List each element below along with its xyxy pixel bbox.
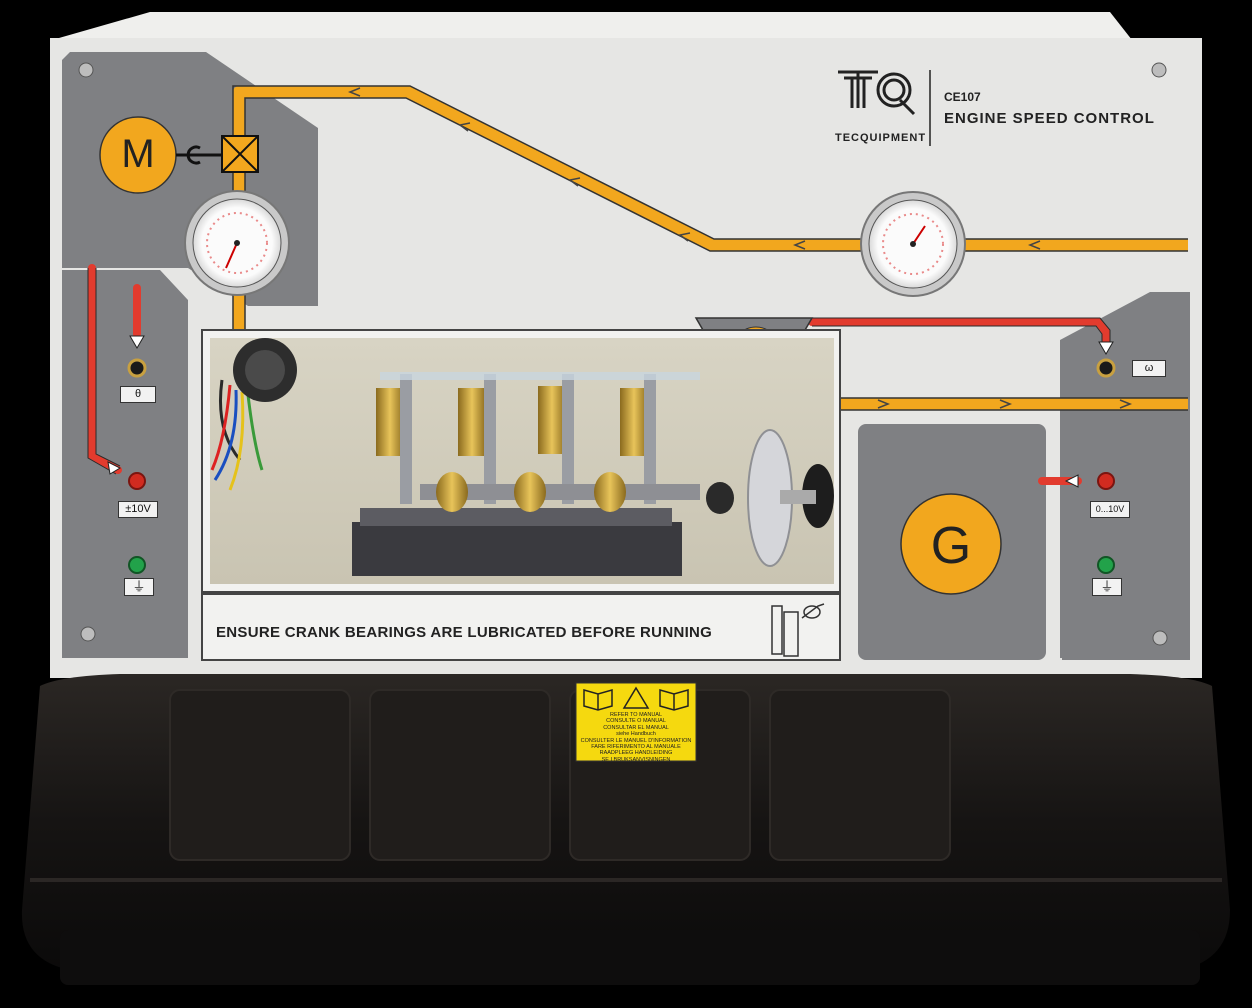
socket-label-pm10v: ±10V xyxy=(118,501,158,518)
motor-label: M xyxy=(121,132,155,176)
warning-triangle-icon xyxy=(622,686,650,709)
engine-cylinders xyxy=(376,374,656,504)
screw-icon xyxy=(78,62,1168,646)
manual-sticker-text: REFER TO MANUAL CONSULTE O MANUAL CONSUL… xyxy=(580,712,692,763)
pressure-gauge-icon xyxy=(860,191,966,297)
flow-arrow-icon xyxy=(347,87,1133,409)
product-title: ENGINE SPEED CONTROL xyxy=(944,110,1155,127)
manual-book-icon xyxy=(659,689,689,711)
socket-label-theta: θ xyxy=(120,386,156,403)
tq-logo xyxy=(838,70,916,116)
socket-icon xyxy=(127,358,1116,574)
ground-icon: ⏚ xyxy=(1092,578,1122,596)
left-io-block xyxy=(62,270,188,658)
engine-base xyxy=(352,522,682,576)
lower-right-panel xyxy=(1062,424,1190,660)
red-wire-right-top xyxy=(808,318,1110,346)
warning-strip xyxy=(201,593,841,661)
company-name: TECQUIPMENT xyxy=(835,132,927,144)
lubrication-warning: ENSURE CRANK BEARINGS ARE LUBRICATED BEF… xyxy=(216,624,713,641)
socket-label-0-10v: 0...10V xyxy=(1090,501,1130,518)
generator-label: G xyxy=(930,517,972,575)
socket-label-omega: ω xyxy=(1132,360,1166,377)
crankshaft xyxy=(420,472,734,514)
ground-icon: ⏚ xyxy=(124,578,154,596)
manual-book-icon xyxy=(583,689,613,711)
model-number: CE107 xyxy=(944,90,981,104)
pressure-gauge-icon xyxy=(184,190,290,296)
oil-can-icon xyxy=(771,603,825,657)
generator-symbol xyxy=(900,493,1002,595)
manual-sticker xyxy=(575,682,697,762)
enclosure-top xyxy=(52,12,1132,40)
